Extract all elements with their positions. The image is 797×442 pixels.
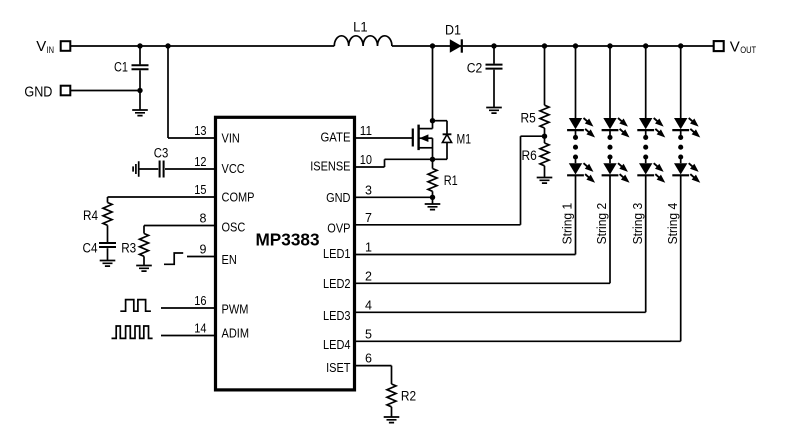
svg-text:3: 3 xyxy=(365,183,372,197)
svg-text:13: 13 xyxy=(194,124,206,138)
svg-text:String 4: String 4 xyxy=(666,203,680,245)
svg-text:ADIM: ADIM xyxy=(222,326,250,340)
svg-text:GATE: GATE xyxy=(321,131,351,145)
svg-text:2: 2 xyxy=(365,269,372,283)
svg-text:LED2: LED2 xyxy=(323,277,351,291)
svg-text:GND: GND xyxy=(24,83,52,100)
svg-text:V: V xyxy=(36,38,46,55)
svg-text:L1: L1 xyxy=(353,20,368,35)
svg-text:R3: R3 xyxy=(121,241,136,256)
svg-text:5: 5 xyxy=(365,327,372,341)
svg-text:16: 16 xyxy=(194,294,206,308)
svg-text:String 3: String 3 xyxy=(631,203,645,245)
svg-text:R2: R2 xyxy=(401,389,416,404)
svg-text:R6: R6 xyxy=(522,148,537,163)
svg-text:LED4: LED4 xyxy=(323,338,351,352)
svg-text:10: 10 xyxy=(360,153,372,167)
svg-text:IN: IN xyxy=(47,45,55,56)
svg-text:14: 14 xyxy=(194,322,206,336)
svg-text:D1: D1 xyxy=(445,22,461,37)
svg-text:12: 12 xyxy=(194,155,206,169)
svg-text:String 1: String 1 xyxy=(561,203,575,245)
svg-text:LED3: LED3 xyxy=(323,309,351,323)
svg-text:V: V xyxy=(730,38,740,55)
svg-text:GND: GND xyxy=(326,191,350,205)
svg-text:4: 4 xyxy=(365,298,372,312)
svg-text:OUT: OUT xyxy=(740,45,756,56)
svg-text:LED1: LED1 xyxy=(323,247,351,261)
svg-text:R4: R4 xyxy=(83,208,98,223)
svg-text:C4: C4 xyxy=(83,241,98,256)
svg-text:ISET: ISET xyxy=(326,361,351,375)
svg-text:M1: M1 xyxy=(457,132,472,147)
svg-text:7: 7 xyxy=(365,211,372,225)
svg-text:OSC: OSC xyxy=(222,221,246,235)
svg-text:9: 9 xyxy=(200,243,207,257)
svg-text:OVP: OVP xyxy=(327,222,350,236)
svg-text:C3: C3 xyxy=(154,146,169,161)
svg-text:VCC: VCC xyxy=(222,162,245,176)
svg-text:ISENSE: ISENSE xyxy=(310,160,350,174)
svg-text:PWM: PWM xyxy=(222,303,249,317)
svg-text:C1: C1 xyxy=(114,60,128,75)
svg-text:8: 8 xyxy=(200,212,207,226)
svg-text:C2: C2 xyxy=(467,61,483,76)
svg-text:MP3383: MP3383 xyxy=(256,230,320,250)
svg-text:R5: R5 xyxy=(521,111,536,126)
svg-text:String 2: String 2 xyxy=(595,203,609,245)
svg-text:EN: EN xyxy=(222,253,237,267)
svg-text:15: 15 xyxy=(194,183,206,197)
svg-text:VIN: VIN xyxy=(222,131,240,145)
svg-text:6: 6 xyxy=(365,352,372,366)
svg-text:R1: R1 xyxy=(444,173,458,188)
svg-text:11: 11 xyxy=(360,124,372,138)
svg-text:COMP: COMP xyxy=(222,191,255,205)
svg-text:1: 1 xyxy=(365,241,372,255)
